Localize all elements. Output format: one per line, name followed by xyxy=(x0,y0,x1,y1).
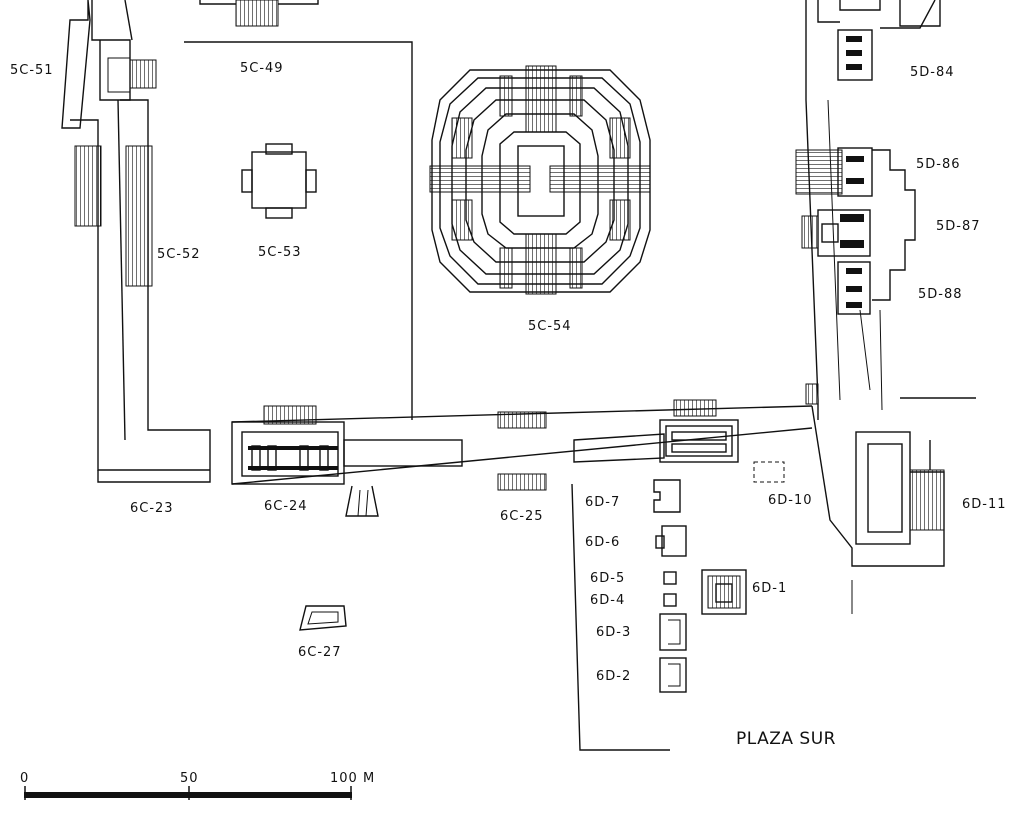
scale-bar: 0 50 100 M xyxy=(20,771,375,800)
label-6d1: 6D-1 xyxy=(752,581,787,596)
label-6d2: 6D-2 xyxy=(596,669,631,684)
label-6d5: 6D-5 xyxy=(590,571,625,586)
label-6d11: 6D-11 xyxy=(962,497,1007,512)
structure-small-south-6c24 xyxy=(345,485,379,517)
scale-tick-100: 100 M xyxy=(330,771,375,786)
label-6d6: 6D-6 xyxy=(585,535,620,550)
label-5c49: 5C-49 xyxy=(240,61,284,76)
label-5d84: 5D-84 xyxy=(910,65,955,80)
scale-tick-0: 0 xyxy=(20,771,29,786)
structure-east-range-5d xyxy=(795,0,941,420)
label-5c52: 5C-52 xyxy=(157,247,201,262)
structure-6c27 xyxy=(299,605,347,631)
label-6c27: 6C-27 xyxy=(298,645,342,660)
plaza-sur-label: PLAZA SUR xyxy=(736,729,836,749)
label-6d10: 6D-10 xyxy=(768,493,813,508)
label-5d87: 5D-87 xyxy=(936,219,981,234)
label-5c51: 5C-51 xyxy=(10,63,54,78)
label-6d4: 6D-4 xyxy=(590,593,625,608)
causeway-south xyxy=(231,383,819,491)
structure-6d11 xyxy=(811,397,976,614)
label-5d88: 5D-88 xyxy=(918,287,963,302)
label-5d86: 5D-86 xyxy=(916,157,961,172)
structure-5c51-5c52 xyxy=(61,0,211,483)
structure-group-6d xyxy=(571,461,785,751)
structure-5c49 xyxy=(184,0,413,420)
label-6d3: 6D-3 xyxy=(596,625,631,640)
structure-labels: 5C-51 5C-49 5C-52 5C-53 5C-54 5D-84 5D-8… xyxy=(10,61,1007,684)
scale-tick-50: 50 xyxy=(180,771,199,786)
structure-5c53 xyxy=(241,143,317,219)
label-6c24: 6C-24 xyxy=(264,499,308,514)
label-6d7: 6D-7 xyxy=(585,495,620,510)
structure-5c54-pyramid xyxy=(429,65,651,295)
label-6c23: 6C-23 xyxy=(130,501,174,516)
label-5c54: 5C-54 xyxy=(528,319,572,334)
label-5c53: 5C-53 xyxy=(258,245,302,260)
label-6c25: 6C-25 xyxy=(500,509,544,524)
scale-bar-line xyxy=(24,792,352,798)
